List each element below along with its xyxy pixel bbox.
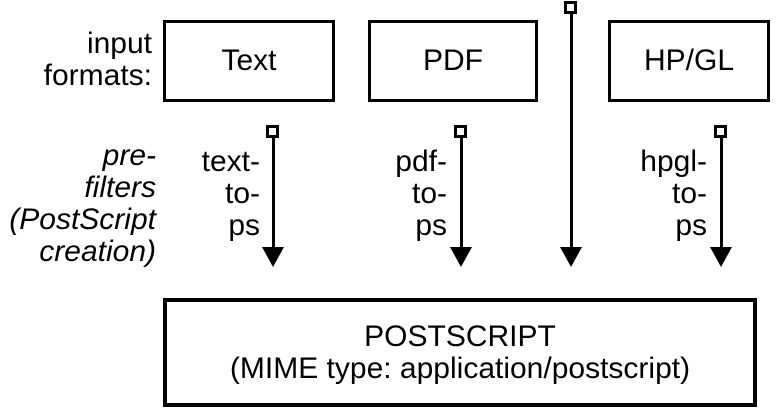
postscript-box-title: POSTSCRIPT [364, 319, 556, 353]
arrow-head-icon [262, 247, 284, 267]
format-box-text-label: Text [221, 44, 277, 77]
direct-postscript-arrow [560, 1, 582, 267]
arrow-tail-handle-icon [714, 125, 727, 138]
arrow-tail-handle-icon [564, 1, 577, 14]
filter-label-pdftops: pdf- to- ps [395, 145, 447, 242]
prefilters-label: pre- filters (PostScript creation) [9, 139, 156, 268]
text-tops-arrow [262, 125, 284, 267]
postscript-box-subtitle: (MIME type: application/postscript) [229, 351, 691, 385]
hpgl-tops-arrow [710, 125, 732, 267]
filter-label-hpgltops: hpgl- to- ps [640, 145, 707, 242]
postscript-box: POSTSCRIPT (MIME type: application/posts… [163, 298, 757, 407]
arrow-stem [719, 138, 723, 248]
pdf-tops-arrow [450, 125, 472, 267]
arrow-stem [459, 138, 463, 248]
arrow-head-icon [710, 247, 732, 267]
arrow-stem [271, 138, 275, 248]
format-box-hpgl-label: HP/GL [643, 44, 735, 77]
arrow-head-icon [450, 247, 472, 267]
arrow-tail-handle-icon [266, 125, 279, 138]
arrow-stem [569, 14, 573, 248]
format-box-hpgl: HP/GL [608, 20, 770, 102]
arrow-tail-handle-icon [454, 125, 467, 138]
input-formats-label: input formats: [43, 27, 152, 92]
arrow-head-icon [560, 247, 582, 267]
filter-label-texttops: text- to- ps [201, 145, 260, 242]
format-box-pdf: PDF [368, 20, 538, 102]
format-box-pdf-label: PDF [423, 44, 483, 77]
format-box-text: Text [163, 20, 335, 102]
